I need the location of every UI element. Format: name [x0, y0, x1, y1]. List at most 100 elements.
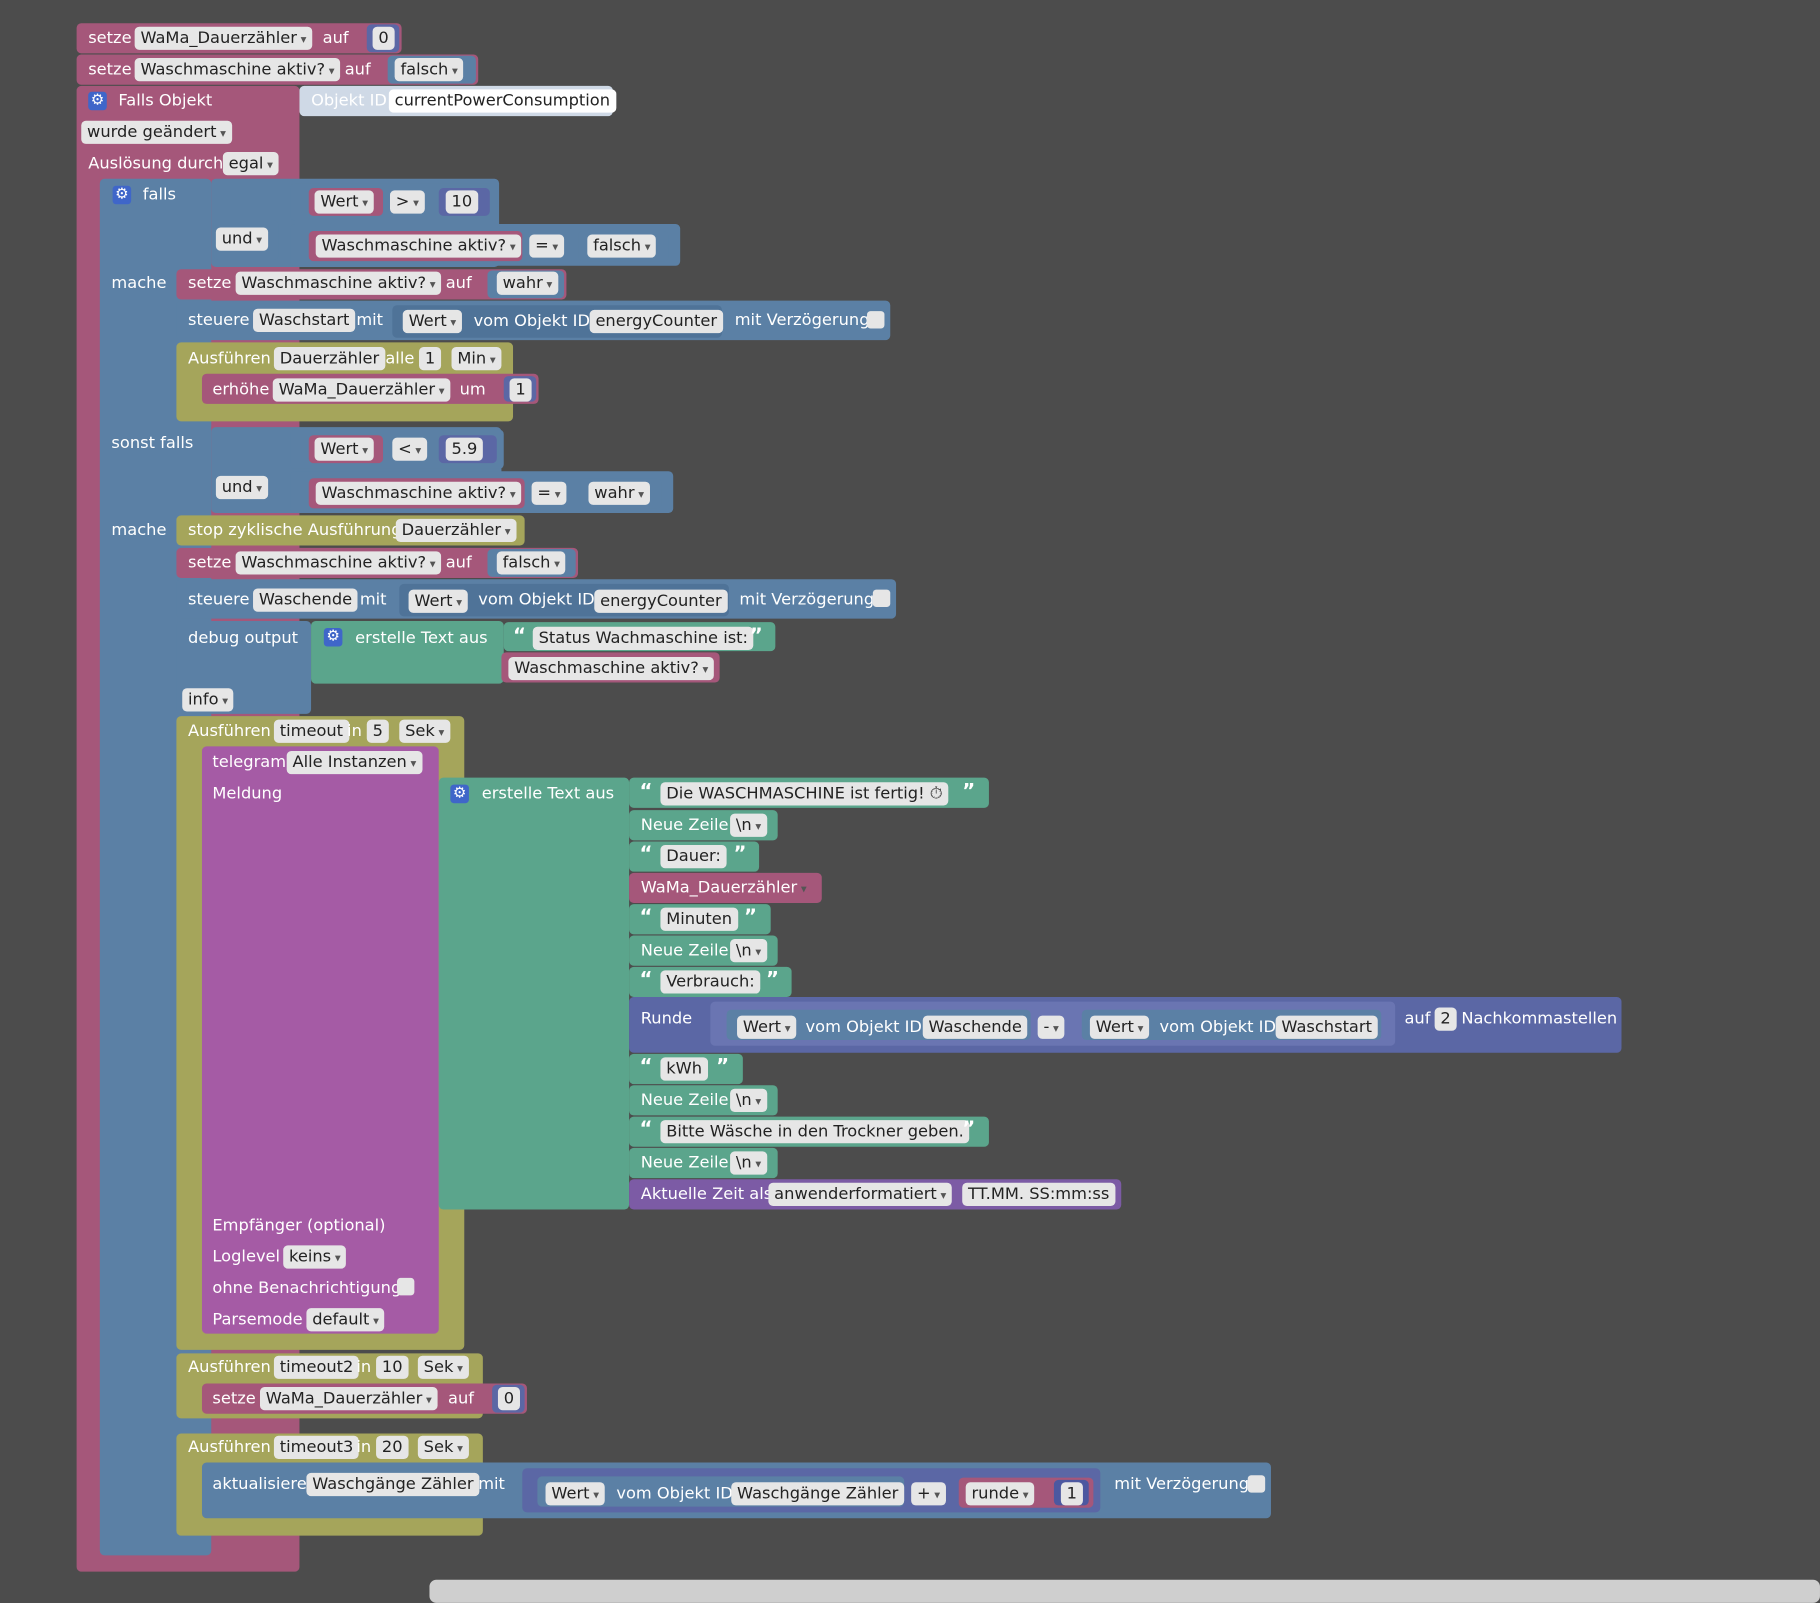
text-field[interactable]: Dauer: — [660, 844, 727, 869]
text-field[interactable]: Die WASCHMASCHINE ist fertig! ⏱ — [660, 782, 949, 806]
timeout-name-field[interactable]: timeout — [273, 719, 349, 743]
gear-icon[interactable]: ⚙ — [323, 627, 343, 647]
unit-dropdown[interactable]: Sek — [417, 1355, 469, 1379]
debug-output-label: debug output — [188, 629, 299, 648]
trigger-by-dropdown[interactable]: egal — [222, 152, 279, 176]
gear-icon[interactable]: ⚙ — [88, 91, 107, 111]
operator-dropdown[interactable]: + — [911, 1482, 946, 1506]
text-join-block[interactable] — [311, 620, 504, 684]
wert-dropdown[interactable]: Wert — [737, 1015, 797, 1039]
text-field[interactable]: Verbrauch: — [660, 970, 761, 994]
number-field[interactable]: 1 — [1060, 1482, 1083, 1506]
horizontal-scrollbar[interactable] — [429, 1579, 1820, 1603]
object-id-field[interactable]: energyCounter — [594, 589, 728, 613]
var-dropdown-aktiv[interactable]: Waschmaschine aktiv? — [235, 551, 442, 575]
gear-icon[interactable]: ⚙ — [112, 185, 132, 205]
operator-dropdown[interactable]: = — [529, 234, 565, 258]
var-dropdown-runde[interactable]: runde — [965, 1482, 1035, 1506]
operator-dropdown[interactable]: = — [531, 481, 567, 505]
interval-field[interactable]: 1 — [419, 347, 441, 371]
var-dropdown-aktiv[interactable]: Waschmaschine aktiv? — [315, 481, 522, 505]
wert-dropdown[interactable]: Wert — [408, 589, 468, 613]
wert-dropdown[interactable]: Wert — [402, 309, 463, 334]
state-name-field[interactable]: Waschende — [253, 588, 358, 612]
var-dropdown-dauerzaehler[interactable]: WaMa_Dauerzähler — [272, 378, 451, 402]
var-dropdown-dauerzaehler[interactable]: WaMa_Dauerzähler — [134, 26, 313, 50]
boolean-dropdown[interactable]: wahr — [496, 271, 559, 295]
number-field[interactable]: 10 — [445, 190, 479, 214]
object-id-field[interactable]: energyCounter — [589, 309, 723, 334]
var-dropdown-dauerzaehler[interactable]: WaMa_Dauerzähler — [635, 876, 813, 899]
var-dropdown-aktiv[interactable]: Waschmaschine aktiv? — [508, 656, 715, 681]
newline-dropdown[interactable]: \n — [730, 1151, 767, 1175]
log-level-dropdown[interactable]: info — [182, 688, 234, 712]
trigger-change-dropdown[interactable]: wurde geändert — [81, 120, 232, 144]
object-id-field[interactable]: Waschstart — [1275, 1015, 1378, 1039]
text-field[interactable]: Minuten — [660, 907, 738, 931]
boolean-dropdown[interactable]: falsch — [394, 58, 464, 82]
in-label: in — [356, 1358, 372, 1377]
newline-dropdown[interactable]: \n — [730, 1088, 767, 1112]
timer-name-field[interactable]: Dauerzähler — [273, 347, 385, 371]
timeout-value-field[interactable]: 20 — [376, 1435, 409, 1459]
time-format-field[interactable]: TT.MM. SS:mm:ss — [962, 1182, 1116, 1206]
timeout-name-field[interactable]: timeout2 — [273, 1355, 360, 1379]
loglevel-dropdown[interactable]: keins — [283, 1245, 347, 1269]
newline-dropdown[interactable]: \n — [730, 939, 767, 963]
text-field[interactable]: kWh — [660, 1057, 708, 1081]
timeout-value-field[interactable]: 10 — [376, 1355, 409, 1379]
telegram-block[interactable] — [201, 746, 439, 1334]
silent-checkbox[interactable] — [396, 1277, 415, 1296]
mit-label: mit — [359, 590, 387, 610]
timeout-name-field[interactable]: timeout3 — [273, 1435, 360, 1459]
state-name-field[interactable]: Waschgänge Zähler — [306, 1472, 480, 1497]
setze-label: setze — [88, 29, 132, 48]
number-field[interactable]: 1 — [509, 378, 532, 402]
object-id-field[interactable]: Waschende — [922, 1015, 1028, 1039]
mit-verzoegerung-label: mit Verzögerung — [739, 590, 875, 610]
boolean-dropdown[interactable]: wahr — [588, 481, 650, 505]
and-dropdown[interactable]: und — [215, 475, 268, 500]
open-quote-icon: “ — [639, 842, 653, 866]
timer-dropdown[interactable]: Dauerzähler — [395, 518, 517, 543]
sonst-falls-label: sonst falls — [111, 434, 194, 453]
newline-dropdown[interactable]: \n — [730, 813, 767, 837]
delay-checkbox[interactable] — [867, 311, 885, 329]
wert-dropdown[interactable]: Wert — [1089, 1015, 1150, 1039]
wert-dropdown[interactable]: Wert — [314, 437, 374, 461]
state-name-field[interactable]: Waschstart — [253, 308, 356, 332]
var-dropdown-aktiv[interactable]: Waschmaschine aktiv? — [134, 58, 341, 82]
operator-dropdown[interactable]: - — [1037, 1015, 1065, 1039]
timeout-value-field[interactable]: 5 — [366, 719, 389, 743]
var-dropdown-aktiv[interactable]: Waschmaschine aktiv? — [315, 234, 522, 258]
unit-dropdown[interactable]: Sek — [399, 719, 451, 743]
wert-dropdown[interactable]: Wert — [545, 1482, 605, 1506]
unit-dropdown[interactable]: Min — [451, 347, 502, 371]
text-join-block[interactable] — [438, 777, 630, 1210]
text-field[interactable]: Status Wachmaschine ist: — [532, 626, 754, 650]
vom-objekt-id-label: vom Objekt ID — [478, 590, 595, 610]
number-field[interactable]: 0 — [372, 26, 395, 50]
wert-dropdown[interactable]: Wert — [314, 190, 374, 214]
delay-checkbox[interactable] — [872, 589, 891, 608]
time-format-mode-dropdown[interactable]: anwenderformatiert — [768, 1182, 953, 1206]
var-dropdown-aktiv[interactable]: Waschmaschine aktiv? — [235, 271, 442, 295]
operator-dropdown[interactable]: < — [392, 437, 428, 461]
telegram-instance-dropdown[interactable]: Alle Instanzen — [286, 750, 423, 775]
number-field[interactable]: 5.9 — [445, 437, 484, 461]
gear-icon[interactable]: ⚙ — [450, 784, 469, 804]
decimals-field[interactable]: 2 — [1434, 1007, 1457, 1031]
unit-dropdown[interactable]: Sek — [417, 1435, 469, 1459]
object-id-field[interactable]: Waschgänge Zähler — [731, 1482, 905, 1506]
delay-checkbox[interactable] — [1247, 1475, 1266, 1493]
and-dropdown[interactable]: und — [215, 227, 268, 251]
operator-dropdown[interactable]: > — [389, 190, 425, 214]
var-dropdown-dauerzaehler[interactable]: WaMa_Dauerzähler — [259, 1387, 438, 1411]
boolean-dropdown[interactable]: falsch — [496, 551, 566, 575]
text-field[interactable]: Bitte Wäsche in den Trockner geben. — [660, 1120, 970, 1144]
parsemode-dropdown[interactable]: default — [306, 1308, 385, 1332]
number-field[interactable]: 0 — [497, 1387, 520, 1411]
boolean-dropdown[interactable]: falsch — [587, 234, 657, 258]
object-id-field[interactable]: currentPowerConsumption — [388, 89, 616, 113]
